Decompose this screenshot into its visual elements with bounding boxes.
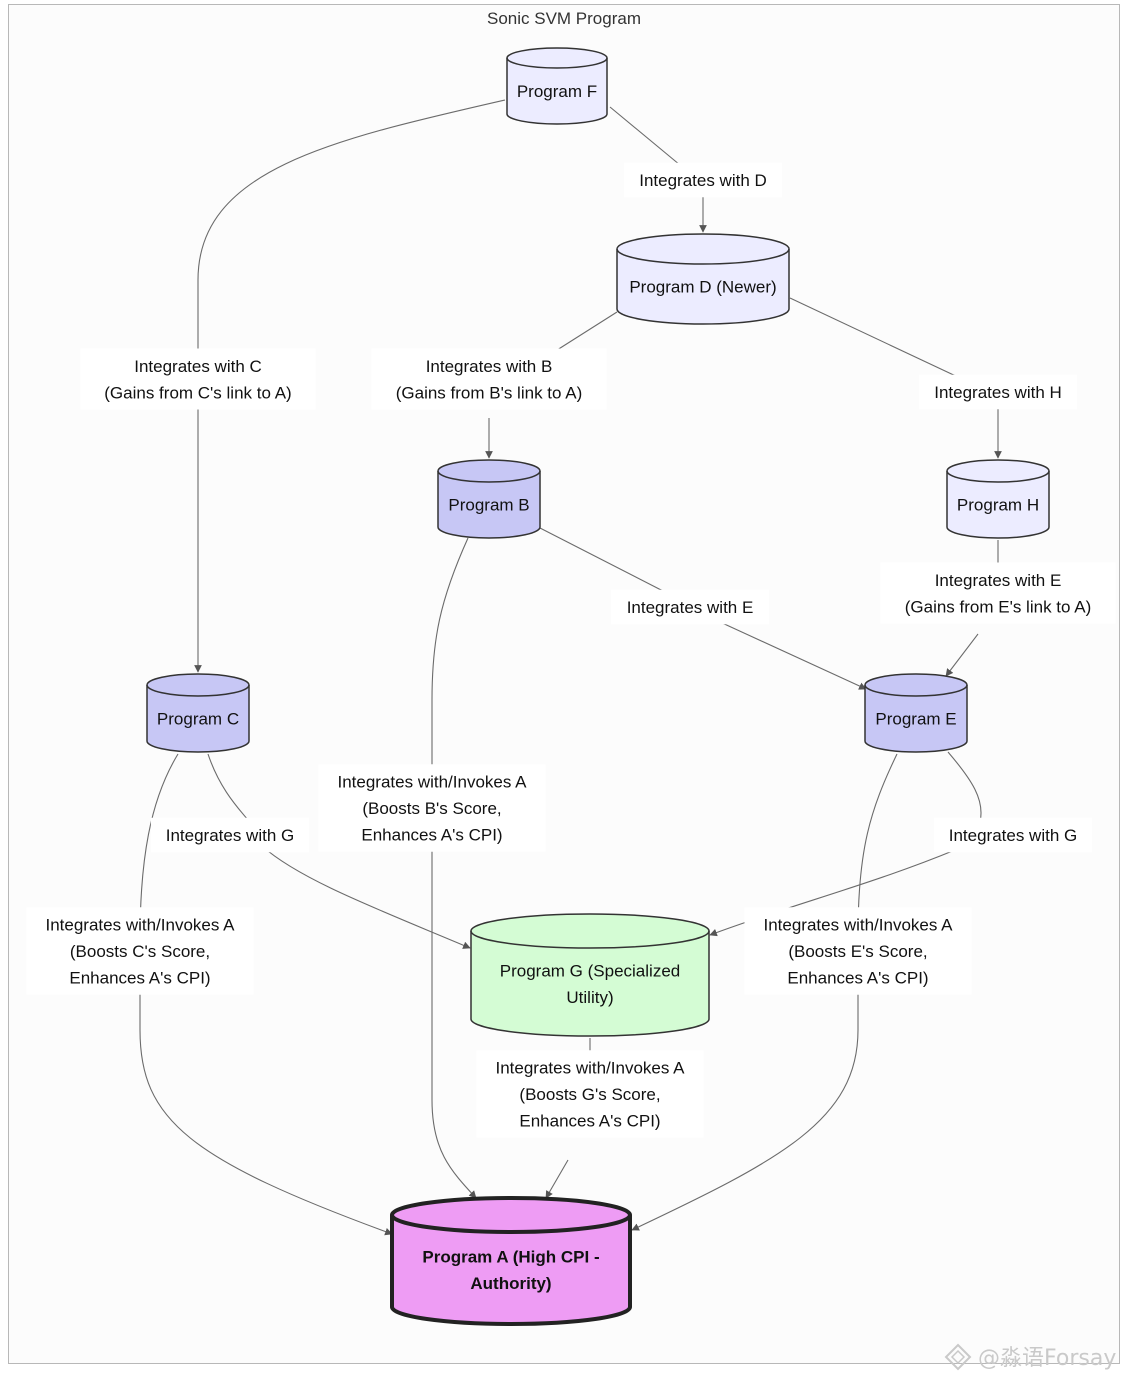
diagram-title: Sonic SVM Program xyxy=(487,9,641,28)
edge-label-bg xyxy=(26,907,254,995)
edge-b-a xyxy=(431,537,477,1199)
node-label: Program E xyxy=(875,710,956,729)
edge-label-line: Integrates with E xyxy=(627,598,754,617)
edge-label-line: Integrates with B xyxy=(426,357,553,376)
watermark: @淼语Forsay xyxy=(944,1343,1116,1371)
edge-e-a xyxy=(631,753,898,1231)
watermark-logo-icon xyxy=(944,1343,972,1371)
node-program-d[interactable]: Program D (Newer) xyxy=(616,233,790,325)
edge-label-bg xyxy=(880,562,1116,624)
edge-b-e xyxy=(539,527,866,689)
edge-label-bg xyxy=(744,907,972,995)
cylinder-rim xyxy=(506,57,608,69)
cylinder-rim xyxy=(390,1214,632,1234)
node-program-b[interactable]: Program B xyxy=(437,459,541,539)
edge-label-line: Integrates with H xyxy=(934,383,1062,402)
edge-label-line: (Gains from B's link to A) xyxy=(396,383,583,402)
edge-label-f-c: Integrates with C (Gains from C's link to… xyxy=(80,348,316,410)
edge-label-b-a: Integrates with/Invokes A (Boosts B's Sco… xyxy=(318,764,546,852)
edge-label-d-h: Integrates with H xyxy=(918,374,1078,410)
edge-label-f-d: Integrates with D xyxy=(623,162,783,198)
edge-label-line: (Boosts E's Score, xyxy=(788,942,927,961)
edge-e-g xyxy=(710,751,982,935)
watermark-text: @淼语Forsay xyxy=(978,1346,1116,1371)
cylinder-body xyxy=(864,673,968,753)
cylinder-rim xyxy=(864,684,968,697)
edge-label-line: Enhances A's CPI) xyxy=(787,969,928,988)
node-program-e[interactable]: Program E xyxy=(864,673,968,753)
cylinder-rim xyxy=(946,470,1050,483)
edge-label-e-a: Integrates with/Invokes A (Boosts E's Sco… xyxy=(744,907,972,995)
edge-label-bg xyxy=(371,348,607,410)
edge-d-h xyxy=(789,297,998,458)
node-label: Utility) xyxy=(566,988,613,1007)
edge-label-line: Enhances A's CPI) xyxy=(519,1112,660,1131)
node-program-a[interactable]: Program A (High CPI - Authority) xyxy=(390,1196,632,1326)
cylinder-rim xyxy=(146,684,250,697)
edge-label-bg xyxy=(610,589,770,625)
edge-c-g xyxy=(207,753,470,948)
node-label: Authority) xyxy=(470,1274,551,1293)
edge-label-bg xyxy=(623,162,783,198)
node-program-f[interactable]: Program F xyxy=(506,47,608,125)
edge-label-bg xyxy=(476,1050,704,1138)
edge-label-line: Integrates with E xyxy=(935,571,1062,590)
edge-label-line: Integrates with D xyxy=(639,171,767,190)
node-label: Program C xyxy=(157,710,239,729)
node-label: Program H xyxy=(957,496,1039,515)
edge-label-line: Enhances A's CPI) xyxy=(361,826,502,845)
node-label: Program G (Specialized xyxy=(500,961,680,980)
edge-label-bg xyxy=(150,817,310,853)
edge-label-line: (Gains from E's link to A) xyxy=(905,597,1092,616)
edge-label-bg xyxy=(933,817,1093,853)
node-label: Program F xyxy=(517,82,597,101)
cylinder-rim xyxy=(437,470,541,483)
edge-label-line: Integrates with G xyxy=(166,826,295,845)
cylinder-body xyxy=(470,913,710,1037)
edge-label-line: Integrates with/Invokes A xyxy=(338,773,528,792)
edge-label-bg xyxy=(918,374,1078,410)
edge-label-line: Enhances A's CPI) xyxy=(69,969,210,988)
edge-label-line: Integrates with/Invokes A xyxy=(764,916,954,935)
edge-label-d-b: Integrates with B (Gains from B's link to… xyxy=(371,348,607,410)
edge-label-h-e: Integrates with E (Gains from E's link to… xyxy=(880,562,1116,624)
node-label: Program A (High CPI - xyxy=(422,1247,599,1266)
edge-label-g-a: Integrates with/Invokes A (Boosts G's Sco… xyxy=(476,1050,704,1138)
edge-label-line: (Gains from C's link to A) xyxy=(104,383,291,402)
cylinder-rim xyxy=(616,248,790,265)
cylinder-rim xyxy=(470,930,710,949)
node-program-c[interactable]: Program C xyxy=(146,673,250,753)
edge-f-c xyxy=(194,99,506,673)
edge-label-c-a: Integrates with/Invokes A (Boosts C's Sco… xyxy=(26,907,254,995)
edge-label-bg xyxy=(80,348,316,410)
cylinder-body xyxy=(946,459,1050,539)
cylinder-body xyxy=(437,459,541,539)
cylinder-body xyxy=(146,673,250,753)
edge-label-e-g: Integrates with G xyxy=(933,817,1093,853)
node-label: Program B xyxy=(448,496,529,515)
edge-label-line: (Boosts B's Score, xyxy=(362,799,501,818)
edge-label-b-e: Integrates with E xyxy=(610,589,770,625)
edge-label-c-g: Integrates with G xyxy=(150,817,310,853)
edge-label-line: Integrates with/Invokes A xyxy=(496,1059,686,1078)
edge-c-a xyxy=(139,753,393,1236)
edge-label-bg xyxy=(318,764,546,852)
edge-label-line: Integrates with C xyxy=(134,357,262,376)
edge-label-line: Integrates with/Invokes A xyxy=(46,916,236,935)
cylinder-body xyxy=(616,233,790,325)
edge-label-line: Integrates with G xyxy=(949,826,1078,845)
edge-f-d xyxy=(609,106,703,232)
edge-label-line: (Boosts C's Score, xyxy=(70,942,210,961)
node-label: Program D (Newer) xyxy=(629,278,776,297)
edge-label-line: (Boosts G's Score, xyxy=(519,1085,660,1104)
node-program-h[interactable]: Program H xyxy=(946,459,1050,539)
